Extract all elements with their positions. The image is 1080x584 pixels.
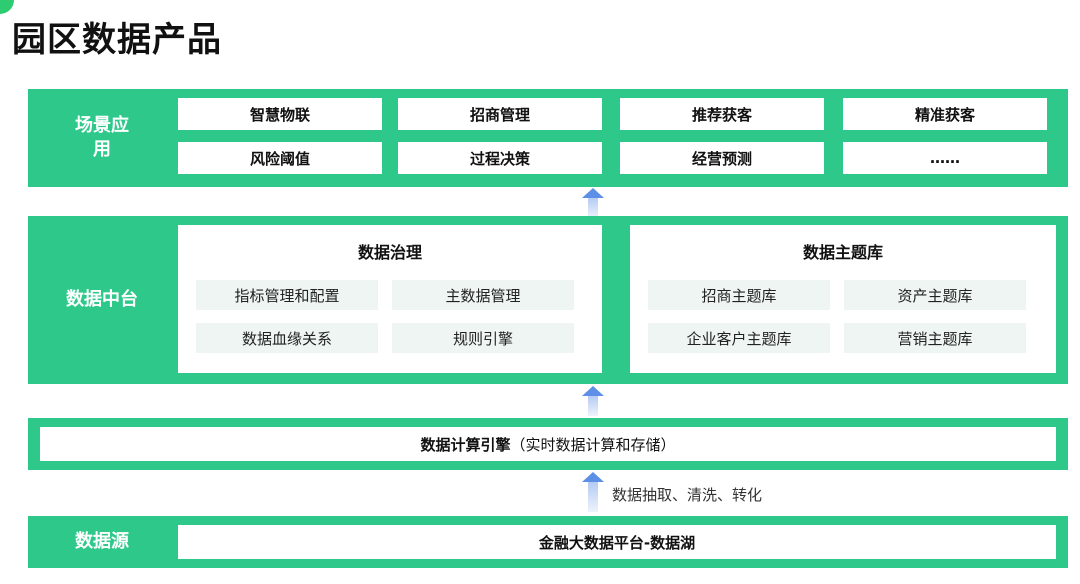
governance-title: 数据治理 (357, 243, 422, 262)
scenario-band: 场景应用 智慧物联 招商管理 推荐获客 精准获客 风险阈值 过程决策 经营预测 … (28, 89, 1068, 187)
up-arrow-icon (582, 188, 604, 218)
scenario-item-1: 智慧物联 (178, 98, 382, 130)
scenario-item-5: 风险阈值 (178, 142, 382, 174)
topics-item-1: 招商主题库 (648, 280, 830, 310)
scenario-item-4: 精准获客 (843, 98, 1047, 130)
scenario-item-2: 招商管理 (398, 98, 602, 130)
governance-item-4: 规则引擎 (392, 323, 574, 353)
scenario-item-3: 推荐获客 (620, 98, 824, 130)
governance-item-2: 主数据管理 (392, 280, 574, 310)
engine-note: （实时数据计算和存储） (510, 435, 676, 454)
scenario-item-7: 经营预测 (620, 142, 824, 174)
source-box: 金融大数据平台-数据湖 (178, 525, 1056, 559)
engine-band: 数据计算引擎（实时数据计算和存储） (28, 418, 1068, 470)
topics-item-4: 营销主题库 (844, 323, 1026, 353)
engine-box: 数据计算引擎（实时数据计算和存储） (40, 427, 1056, 461)
scenario-item-8: …… (843, 142, 1047, 174)
governance-panel: 数据治理 指标管理和配置 主数据管理 数据血缘关系 规则引擎 (178, 225, 602, 373)
source-band: 数据源 金融大数据平台-数据湖 (28, 516, 1068, 568)
governance-item-3: 数据血缘关系 (196, 323, 378, 353)
topics-item-3: 企业客户主题库 (648, 323, 830, 353)
topics-item-2: 资产主题库 (844, 280, 1026, 310)
engine-label: 数据计算引擎 (420, 435, 511, 454)
page-title: 园区数据产品 (12, 20, 222, 60)
up-arrow-icon (582, 386, 604, 416)
source-label: 数据源 (75, 531, 129, 552)
topics-title: 数据主题库 (802, 243, 883, 262)
middle-label: 数据中台 (66, 289, 138, 310)
topics-panel: 数据主题库 招商主题库 资产主题库 企业客户主题库 营销主题库 (630, 225, 1056, 373)
up-arrow-icon (582, 472, 604, 512)
scenario-item-6: 过程决策 (398, 142, 602, 174)
middle-band: 数据中台 数据治理 指标管理和配置 主数据管理 数据血缘关系 规则引擎 数据主题… (28, 216, 1068, 384)
scenario-label-text: 场景应用 (75, 115, 129, 160)
scenario-label: 场景应用 (28, 89, 176, 187)
governance-item-1: 指标管理和配置 (196, 280, 378, 310)
flow-note: 数据抽取、清洗、转化 (612, 486, 763, 504)
